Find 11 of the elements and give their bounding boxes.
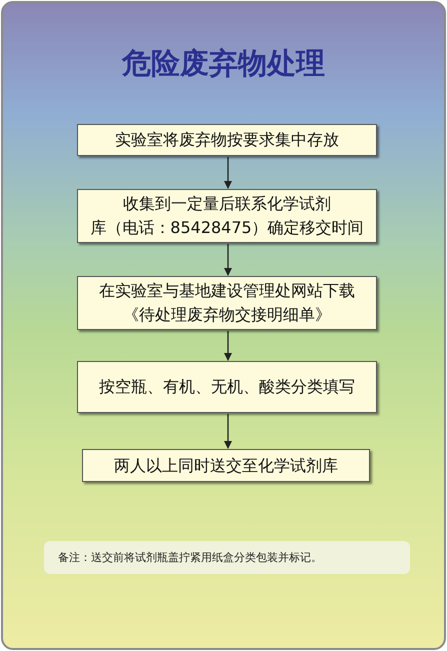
process-box: 按空瓶、有机、无机、酸类分类填写: [77, 361, 377, 413]
process-box: 实验室将废弃物按要求集中存放: [77, 124, 377, 156]
title: 危险废弃物处理: [120, 45, 326, 82]
process-box: 两人以上同时送交至化学试剂库: [82, 449, 370, 482]
arrow: [224, 414, 232, 449]
note-panel: 备注：送交前将试剂瓶盖拧紧用纸盒分类包装并标记。: [44, 541, 410, 574]
arrow: [224, 244, 232, 276]
process-box: 在实验室与基地建设管理处网站下载《待处理废弃物交接明细单》: [77, 276, 377, 330]
process-box: 收集到一定量后联系化学试剂库（电话：85428475）确定移交时间: [77, 189, 377, 243]
arrow: [224, 331, 232, 361]
arrow: [224, 157, 232, 189]
